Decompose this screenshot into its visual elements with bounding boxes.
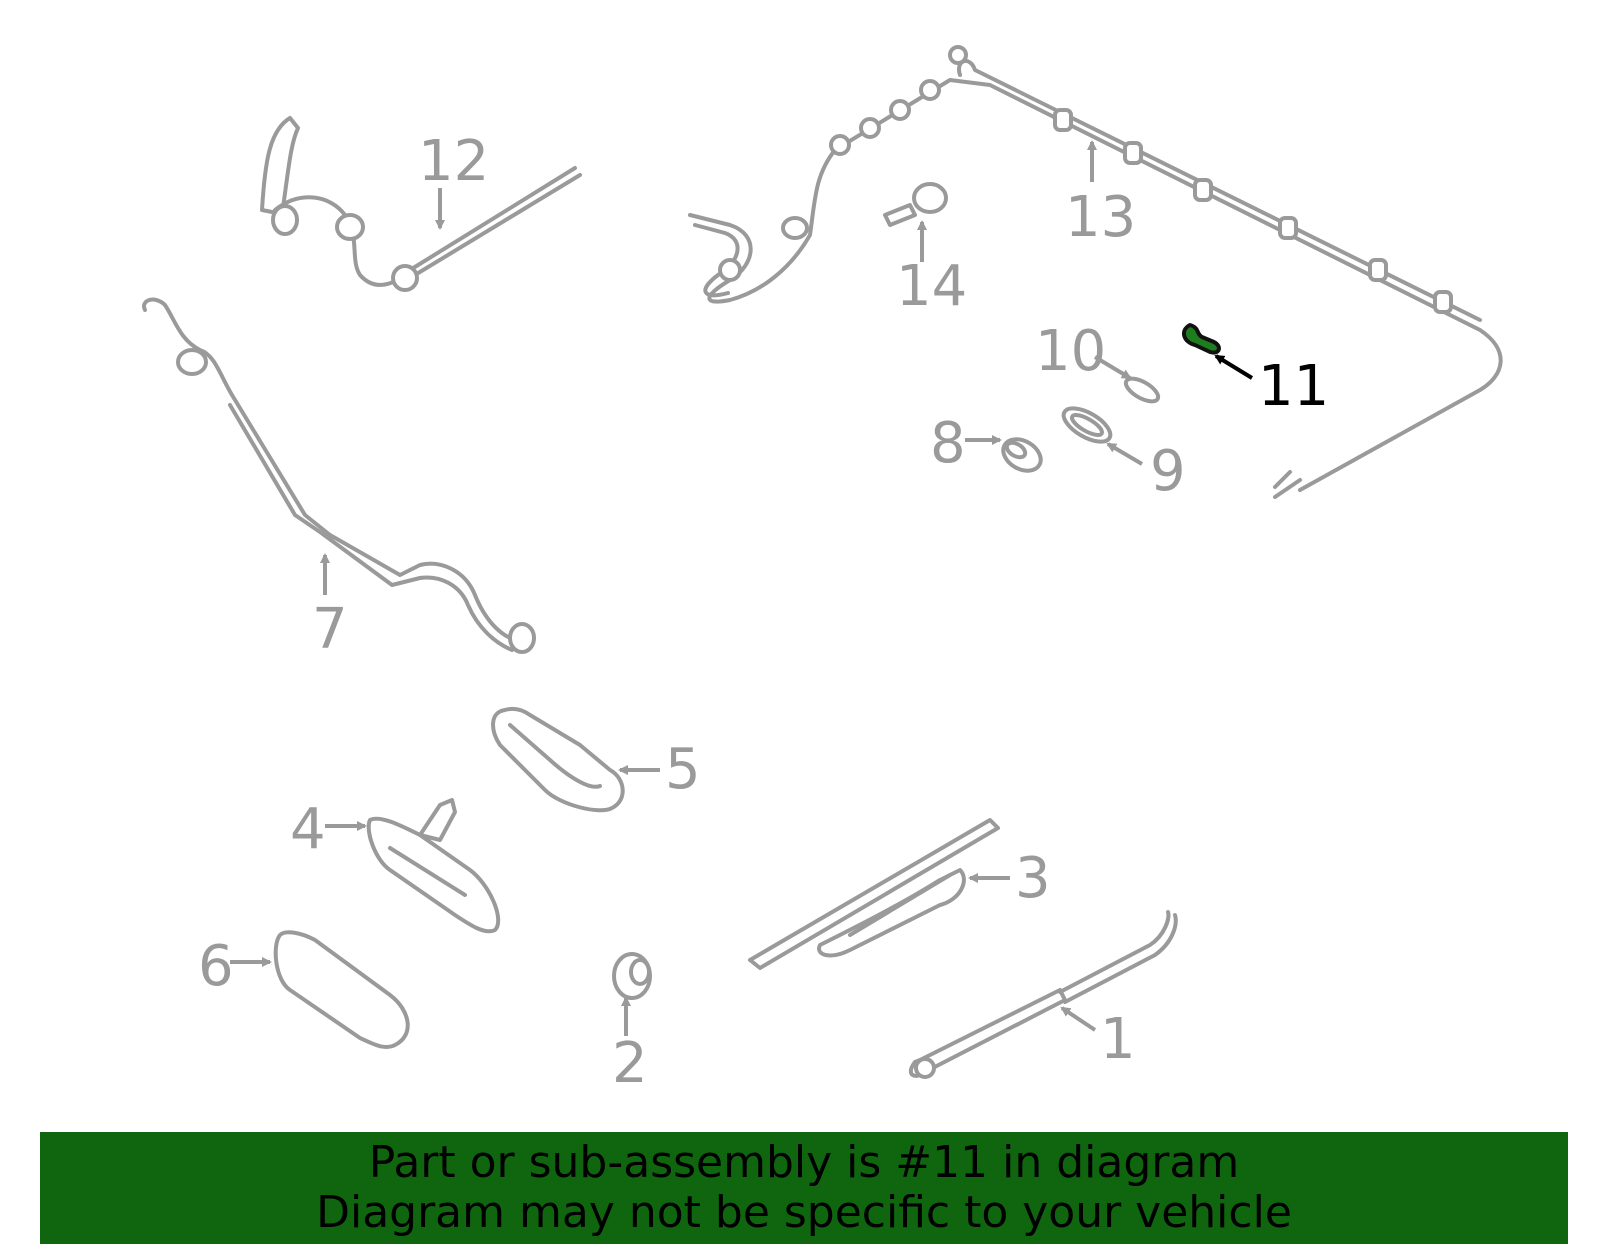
part-12-hose	[260, 116, 582, 292]
svg-text:12: 12	[418, 129, 489, 194]
callout-10: 10	[1035, 319, 1132, 384]
part-5-cover	[491, 706, 625, 813]
svg-text:1: 1	[1100, 1007, 1136, 1072]
part-6-cap	[273, 930, 410, 1049]
svg-text:10: 10	[1035, 319, 1106, 384]
callout-2: 2	[612, 996, 648, 1096]
banner-line-2: Diagram may not be specific to your vehi…	[316, 1187, 1292, 1238]
part-9-gasket	[1061, 406, 1113, 444]
part-3-wiper-blade	[748, 818, 1000, 970]
callout-7: 7	[312, 553, 348, 662]
part-2-nut	[612, 952, 652, 1000]
callout-13: 13	[1065, 140, 1136, 250]
callout-5: 5	[618, 737, 701, 802]
svg-text:6: 6	[198, 934, 234, 999]
svg-text:11: 11	[1258, 354, 1329, 419]
svg-text:9: 9	[1150, 439, 1186, 504]
part-11-clip	[1182, 323, 1221, 355]
part-10-washer	[1123, 376, 1161, 404]
part-1-wiper-arm	[908, 910, 1178, 1079]
svg-text:3: 3	[1015, 846, 1051, 911]
callout-12: 12	[418, 129, 489, 230]
svg-text:13: 13	[1065, 185, 1136, 250]
svg-text:5: 5	[665, 737, 701, 802]
part-4-motor	[366, 798, 501, 934]
part-8-grommet	[1001, 437, 1043, 473]
part-14-nozzle	[883, 182, 948, 227]
callout-4: 4	[290, 797, 367, 862]
banner-line-1: Part or sub-assembly is #11 in diagram	[368, 1137, 1240, 1188]
svg-text:2: 2	[612, 1031, 648, 1096]
callout-3: 3	[968, 846, 1051, 911]
callout-11: 11	[1214, 354, 1329, 419]
svg-text:4: 4	[290, 797, 326, 862]
callout-14: 14	[896, 220, 967, 319]
svg-text:8: 8	[930, 411, 966, 476]
callout-6: 6	[198, 934, 272, 999]
svg-text:7: 7	[312, 597, 348, 662]
part-13-washer-hose	[688, 45, 1503, 499]
svg-text:14: 14	[896, 254, 967, 319]
callout-9: 9	[1106, 439, 1186, 504]
callout-8: 8	[930, 411, 1002, 476]
part-7-hose	[142, 297, 536, 654]
callout-1: 1	[1060, 1006, 1136, 1072]
info-banner: Part or sub-assembly is #11 in diagram D…	[40, 1132, 1568, 1244]
